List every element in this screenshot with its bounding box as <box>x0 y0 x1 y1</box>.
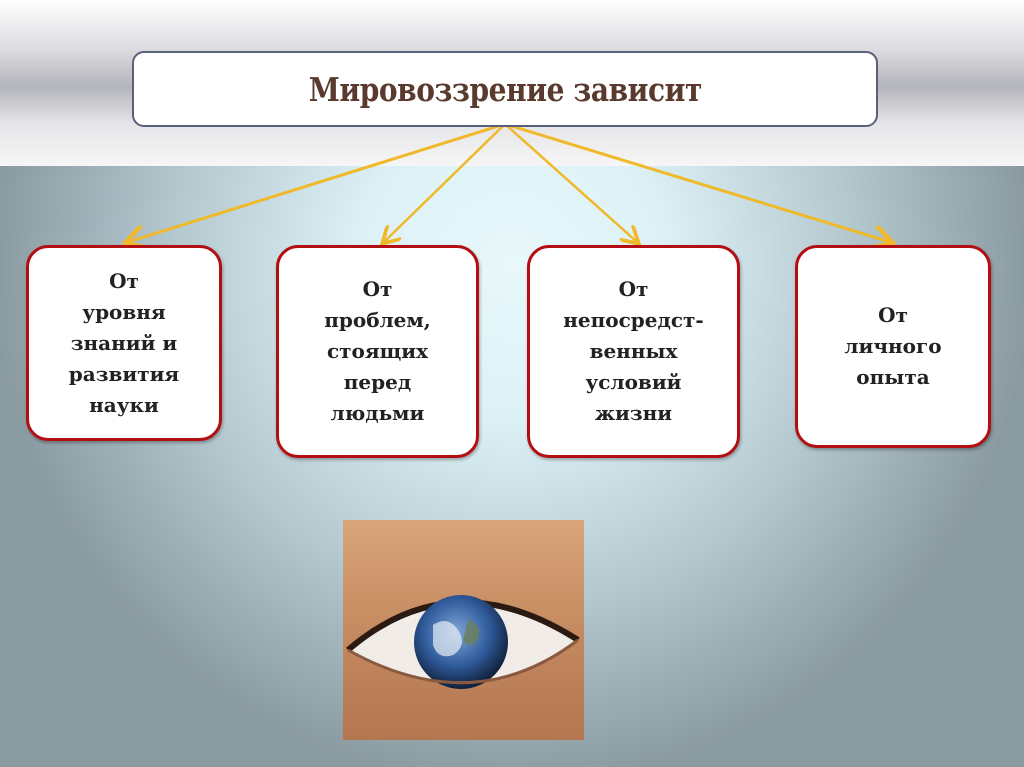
arrow-2 <box>384 123 506 242</box>
factor-box-problems: От проблем, стоящих перед людьми <box>276 245 479 458</box>
factor-text: От уровня знаний и развития науки <box>68 268 180 417</box>
factor-box-conditions: От непосредст- венных условий жизни <box>527 245 740 458</box>
factor-text: От проблем, стоящих перед людьми <box>324 277 431 425</box>
title-box: Мировоззрение зависит <box>132 51 878 127</box>
factor-text: От непосредст- венных условий жизни <box>563 277 704 425</box>
eye-earth-image <box>343 520 584 740</box>
arrow-1 <box>128 122 506 242</box>
arrow-4 <box>504 122 890 242</box>
title-text: Мировоззрение зависит <box>308 69 702 109</box>
factor-box-knowledge: От уровня знаний и развития науки <box>26 245 222 441</box>
factor-box-experience: От личного опыта <box>795 245 991 448</box>
arrow-3 <box>504 123 637 242</box>
factor-text: От личного опыта <box>844 303 942 389</box>
